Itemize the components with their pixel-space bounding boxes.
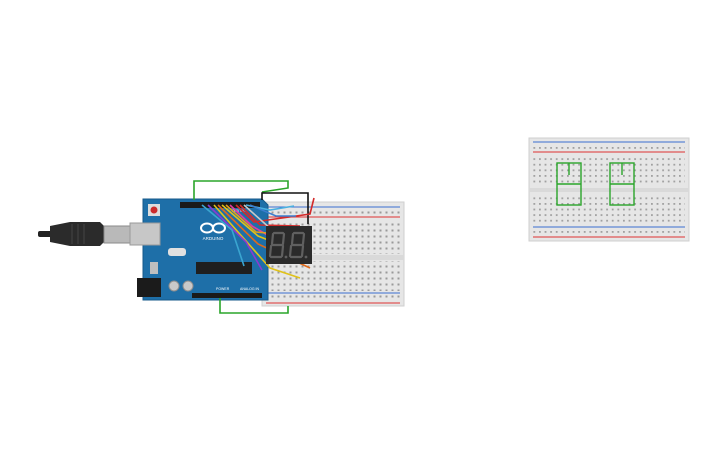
breadboard-right[interactable] <box>528 137 690 242</box>
arduino-infinity-logo <box>200 222 226 234</box>
breadboard-left[interactable] <box>261 201 405 307</box>
crystal <box>150 262 158 274</box>
power-analog-header[interactable] <box>192 293 262 298</box>
digital-label: DIGITAL <box>232 209 245 213</box>
regulator <box>168 248 186 256</box>
atmega-chip <box>196 262 252 274</box>
seven-segment-display[interactable] <box>266 226 312 264</box>
digit-right <box>288 231 306 259</box>
digit-left <box>268 231 286 259</box>
digital-header[interactable] <box>180 202 260 208</box>
capacitor-1 <box>168 280 180 292</box>
power-label: POWER <box>216 287 230 291</box>
usb-port <box>129 222 161 246</box>
brand-label: ARDUINO <box>203 236 224 241</box>
analog-label: ANALOG IN <box>240 287 260 291</box>
wires[interactable] <box>193 180 315 314</box>
usb-cable-icon[interactable] <box>38 222 131 246</box>
segment-wires-right[interactable] <box>556 162 635 206</box>
power-jack <box>137 278 161 297</box>
capacitor-2 <box>182 280 194 292</box>
arduino-board[interactable]: ARDUINO DIGITAL POWER ANALOG IN <box>129 198 269 301</box>
